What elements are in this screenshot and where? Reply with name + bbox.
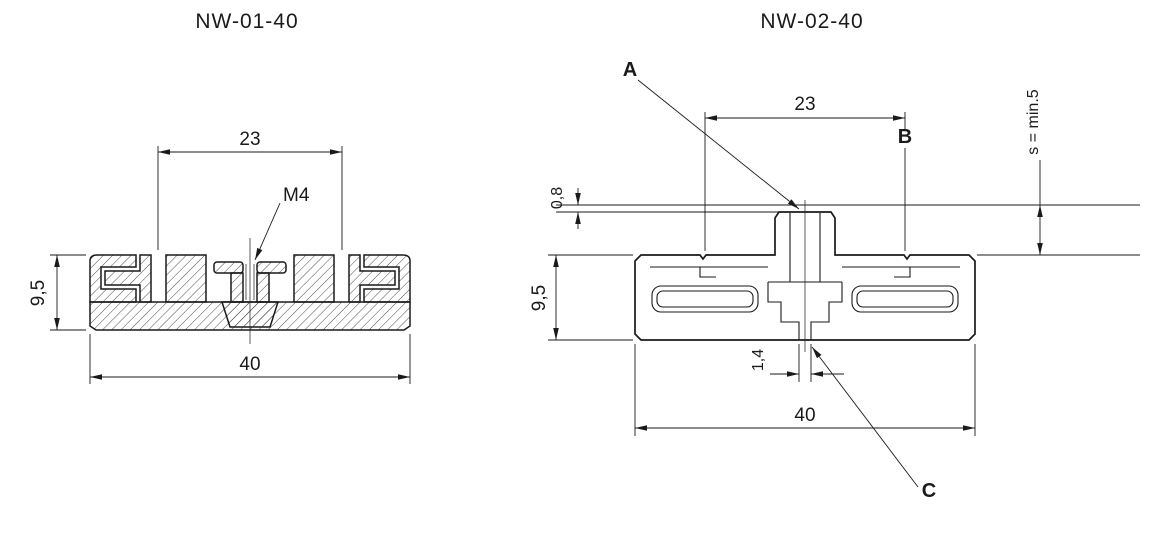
right-dim40-text: 40 xyxy=(794,405,815,426)
right-boss-channel-walls xyxy=(789,213,821,282)
left-dim23-extension-lines xyxy=(157,146,343,250)
dim08-text: 0,8 xyxy=(549,187,566,209)
label-b: B xyxy=(898,126,912,148)
right-profile-section xyxy=(634,200,976,352)
left-boss-cap-left xyxy=(213,261,244,274)
left-dim95-text: 9,5 xyxy=(28,280,49,306)
right-slot-left-inner xyxy=(656,290,754,308)
label-c-leader-line xyxy=(811,346,919,488)
left-hook-left xyxy=(104,254,152,303)
left-drawing-title: NW-01-40 xyxy=(195,10,298,33)
right-slot-left-outer xyxy=(651,285,759,313)
right-inner-hooks xyxy=(699,267,911,278)
label-a: A xyxy=(623,59,637,81)
right-dimensions: 23 A B s = min.5 0,8 9,5 1,4 40 C xyxy=(529,59,1043,502)
m4-thread-label: M4 xyxy=(283,185,310,206)
left-boss-cap-right xyxy=(256,261,287,274)
left-thread-lines xyxy=(245,264,255,300)
left-c-channel-wall-right xyxy=(363,254,411,303)
right-slot-right-inner xyxy=(856,290,954,308)
dim-s-text: s = min.5 xyxy=(1025,89,1042,154)
left-drawing: NW-01-40 23 M4 9,5 xyxy=(28,10,411,384)
dim14-text: 1,4 xyxy=(750,349,767,371)
right-dim23-extension-lines xyxy=(704,112,906,251)
label-a-leader-line xyxy=(637,79,800,210)
right-dim95-text: 9,5 xyxy=(529,285,550,311)
right-dim95-extension-lines xyxy=(548,254,633,341)
m4-leader-line xyxy=(254,202,281,261)
left-boss-side-left xyxy=(230,272,244,303)
right-reference-lines xyxy=(556,204,1140,256)
right-dim40-extension-lines xyxy=(634,344,976,436)
right-drawing-title: NW-02-40 xyxy=(760,10,863,33)
left-boss-side-right xyxy=(256,272,270,303)
right-slot-right-outer xyxy=(851,285,959,313)
left-dim23-text: 23 xyxy=(239,129,260,150)
left-dim95-extension-lines xyxy=(50,254,86,331)
left-dim40-text: 40 xyxy=(239,354,260,375)
label-c: C xyxy=(922,480,936,502)
right-dim23-text: 23 xyxy=(794,94,815,115)
left-inner-wall-right xyxy=(293,254,335,303)
left-c-channel-wall-left xyxy=(89,254,137,303)
left-profile-section xyxy=(89,238,411,344)
left-dimensions: 23 M4 9,5 40 xyxy=(28,129,411,384)
right-drawing: NW-02-40 23 A B xyxy=(529,10,1140,502)
left-inner-wall-left xyxy=(165,254,207,303)
left-hook-right xyxy=(348,254,396,303)
